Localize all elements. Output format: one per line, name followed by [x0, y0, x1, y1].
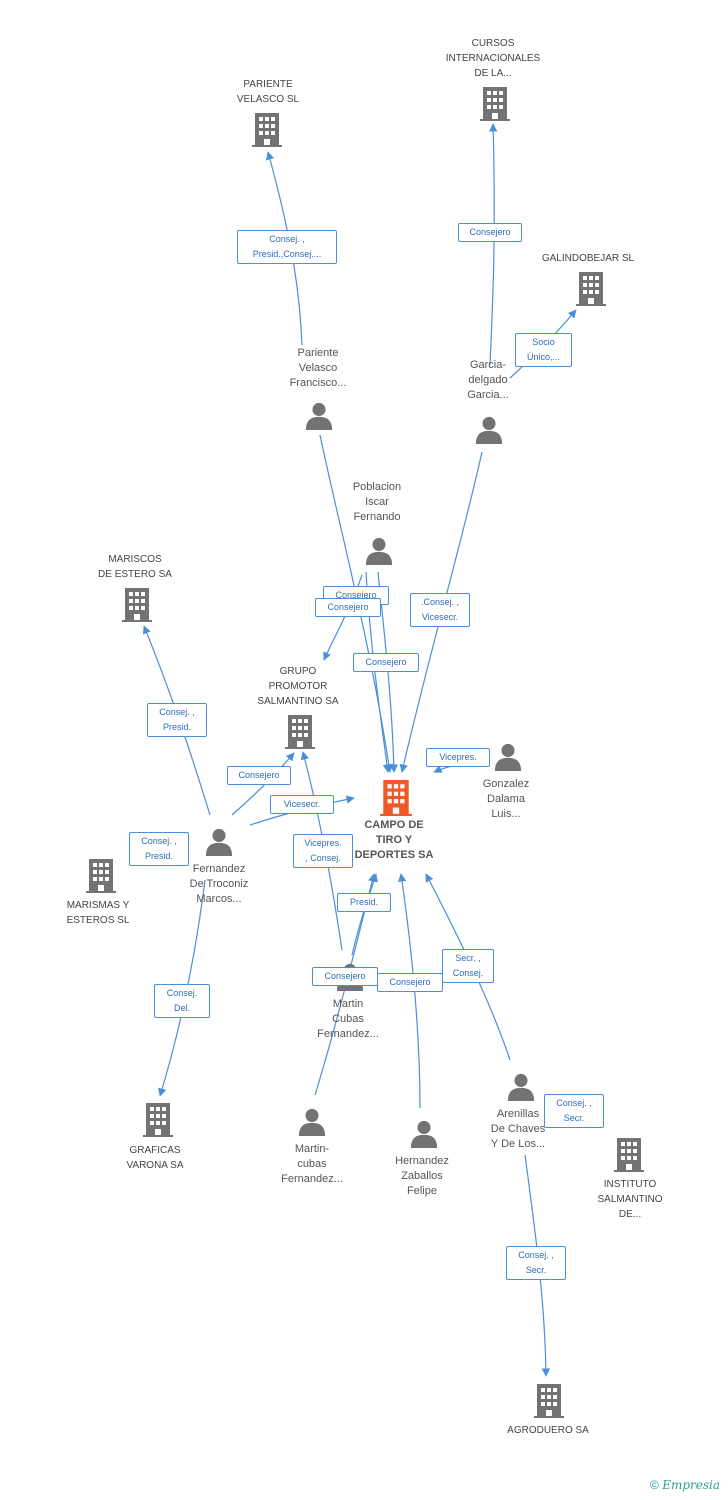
company-marismas[interactable]: MARISMAS Y ESTEROS SL	[38, 898, 158, 928]
company-graficas[interactable]: GRAFICAS VARONA SA	[95, 1143, 215, 1173]
person-arenillas[interactable]: Arenillas De Chaves Y De Los...	[458, 1107, 578, 1152]
person-icon	[507, 1073, 535, 1101]
company-cursos[interactable]: CURSOS INTERNACIONALES DE LA...	[433, 36, 553, 81]
person-label: Hernandez Zaballos Felipe	[395, 1155, 449, 1197]
person-pariente[interactable]: Pariente Velasco Francisco...	[258, 346, 378, 391]
company-label: AGRODUERO SA	[507, 1425, 589, 1436]
relation-label[interactable]: Consej. , Secr.	[544, 1094, 604, 1128]
person-icon	[305, 402, 333, 430]
company-label: GALINDOBEJAR SL	[541, 253, 635, 264]
relation-label[interactable]: Vicepres. , Consej.	[293, 834, 353, 868]
copyright-icon: ©	[650, 1478, 659, 1492]
relation-label[interactable]: Consejero	[227, 766, 291, 785]
person-gonzalez[interactable]: Gonzalez Dalama Luis...	[446, 777, 566, 822]
relation-label[interactable]: Socio Único,...	[515, 333, 572, 367]
building-icon	[122, 588, 152, 622]
company-pariente-velasco-sl[interactable]: PARIENTE VELASCO SL	[208, 77, 328, 107]
company-label: GRAFICAS VARONA SA	[126, 1145, 184, 1171]
relation-label[interactable]: Consej. Del.	[154, 984, 210, 1018]
person-label: Martin Cubas Fernandez...	[317, 998, 379, 1040]
building-icon	[86, 859, 116, 893]
relation-label[interactable]: Vicesecr.	[270, 795, 334, 814]
person-icon	[410, 1120, 438, 1148]
relation-label[interactable]: .Consej. , Vicesecr.	[410, 593, 470, 627]
company-grupo-promotor[interactable]: GRUPO PROMOTOR SALMANTINO SA	[238, 664, 358, 709]
person-icon	[365, 537, 393, 565]
building-icon	[143, 1103, 173, 1137]
company-label: MARISCOS DE ESTERO SA	[98, 554, 172, 580]
company-instituto[interactable]: INSTITUTO SALMANTINO DE...	[570, 1177, 690, 1222]
relation-label[interactable]: Consejero	[458, 223, 522, 242]
person-label: Pariente Velasco Francisco...	[289, 347, 347, 389]
relation-label[interactable]: Consejero	[377, 973, 443, 992]
person-icon	[475, 416, 503, 444]
company-label: MARISMAS Y ESTEROS SL	[66, 900, 130, 926]
person-label: Garcia- delgado Garcia...	[467, 359, 509, 401]
relation-label[interactable]: Secr. , Consej.	[442, 949, 494, 983]
person-fernandez[interactable]: Fernandez De Troconiz Marcos...	[159, 862, 279, 907]
person-hernandez[interactable]: Hernandez Zaballos Felipe	[362, 1154, 482, 1199]
person-garcia[interactable]: Garcia- delgado Garcia...	[428, 358, 548, 403]
building-icon	[480, 87, 510, 121]
person-icon	[298, 1108, 326, 1136]
person-icon	[494, 743, 522, 771]
company-label: PARIENTE VELASCO SL	[236, 79, 300, 105]
company-galindobejar[interactable]: GALINDOBEJAR SL	[528, 251, 648, 266]
person-martin-cubas[interactable]: Martin- cubas Fernandez...	[252, 1142, 372, 1187]
company-label: CURSOS INTERNACIONALES DE LA...	[445, 38, 541, 79]
building-icon	[614, 1138, 644, 1172]
relation-label[interactable]: Vicepres.	[426, 748, 490, 767]
building-icon	[252, 113, 282, 147]
edge-garcia-cursos	[489, 123, 498, 366]
company-agroduero[interactable]: AGRODUERO SA	[488, 1423, 608, 1438]
edge-pariente-paritenteSL	[265, 151, 303, 346]
relation-label[interactable]: Consej. , Presid.	[129, 832, 189, 866]
center-building-icon	[380, 780, 412, 816]
building-icon	[285, 715, 315, 749]
building-icon	[534, 1384, 564, 1418]
empresia-logo[interactable]: © Empresia	[650, 1478, 720, 1492]
relation-label[interactable]: Consej. , Secr.	[506, 1246, 566, 1280]
person-icon	[205, 828, 233, 856]
person-label: Martin- cubas Fernandez...	[281, 1143, 343, 1185]
person-poblacion[interactable]: Poblacion Iscar Fernando	[317, 480, 437, 525]
center-company[interactable]: CAMPO DE TIRO Y DEPORTES SA	[334, 818, 454, 863]
brand-name: mpresia	[670, 1478, 721, 1492]
building-icon	[576, 272, 606, 306]
person-martin[interactable]: Martin Cubas Fernandez...	[288, 997, 408, 1042]
relation-label[interactable]: Presid.	[337, 893, 391, 912]
brand-initial: E	[662, 1478, 671, 1492]
relation-label[interactable]: Consejero	[312, 967, 378, 986]
company-mariscos[interactable]: MARISCOS DE ESTERO SA	[75, 552, 195, 582]
relation-label[interactable]: Consejero	[315, 598, 381, 617]
person-label: Fernandez De Troconiz Marcos...	[189, 863, 249, 905]
person-label: Poblacion Iscar Fernando	[352, 481, 402, 523]
center-company-label: CAMPO DE TIRO Y DEPORTES SA	[354, 819, 434, 861]
relation-label[interactable]: Consej. , Presid.,Consej....	[237, 230, 337, 264]
relation-label[interactable]: Consejero	[353, 653, 419, 672]
person-label: Gonzalez Dalama Luis...	[482, 778, 530, 820]
edge-poblacion-grupo	[323, 574, 363, 661]
company-label: GRUPO PROMOTOR SALMANTINO SA	[257, 666, 339, 707]
company-label: INSTITUTO SALMANTINO DE...	[597, 1179, 663, 1220]
person-label: Arenillas De Chaves Y De Los...	[490, 1108, 546, 1150]
relation-label[interactable]: Consej. , Presid.	[147, 703, 207, 737]
